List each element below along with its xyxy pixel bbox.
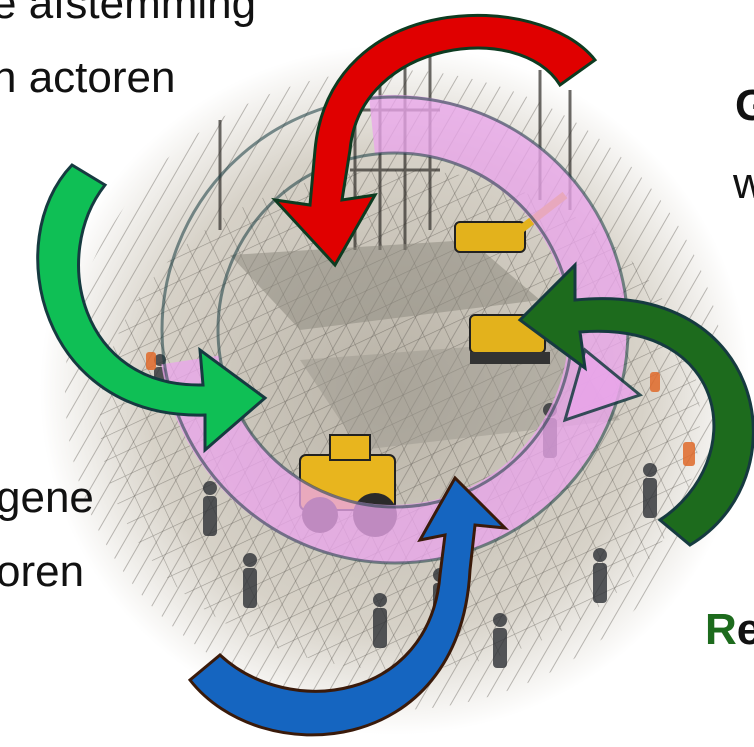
label-left-line1: gene	[0, 473, 94, 522]
label-bottom-right-accent: R	[705, 605, 737, 654]
label-right-line2: w	[733, 159, 754, 208]
label-bottom-right: Re	[705, 608, 754, 652]
label-right-line1: G	[735, 81, 754, 130]
label-bottom-right-rest: e	[736, 605, 754, 654]
excavator-middle	[469, 314, 550, 364]
blue-arrow	[187, 475, 510, 737]
red-arrow	[271, 13, 598, 268]
label-top-line1: e afstemming	[0, 0, 257, 28]
label-left-line2: oren	[0, 547, 85, 596]
label-top-line2: n actoren	[0, 53, 176, 102]
dark-green-arrow-right	[517, 261, 754, 547]
green-arrow-left	[36, 163, 268, 454]
